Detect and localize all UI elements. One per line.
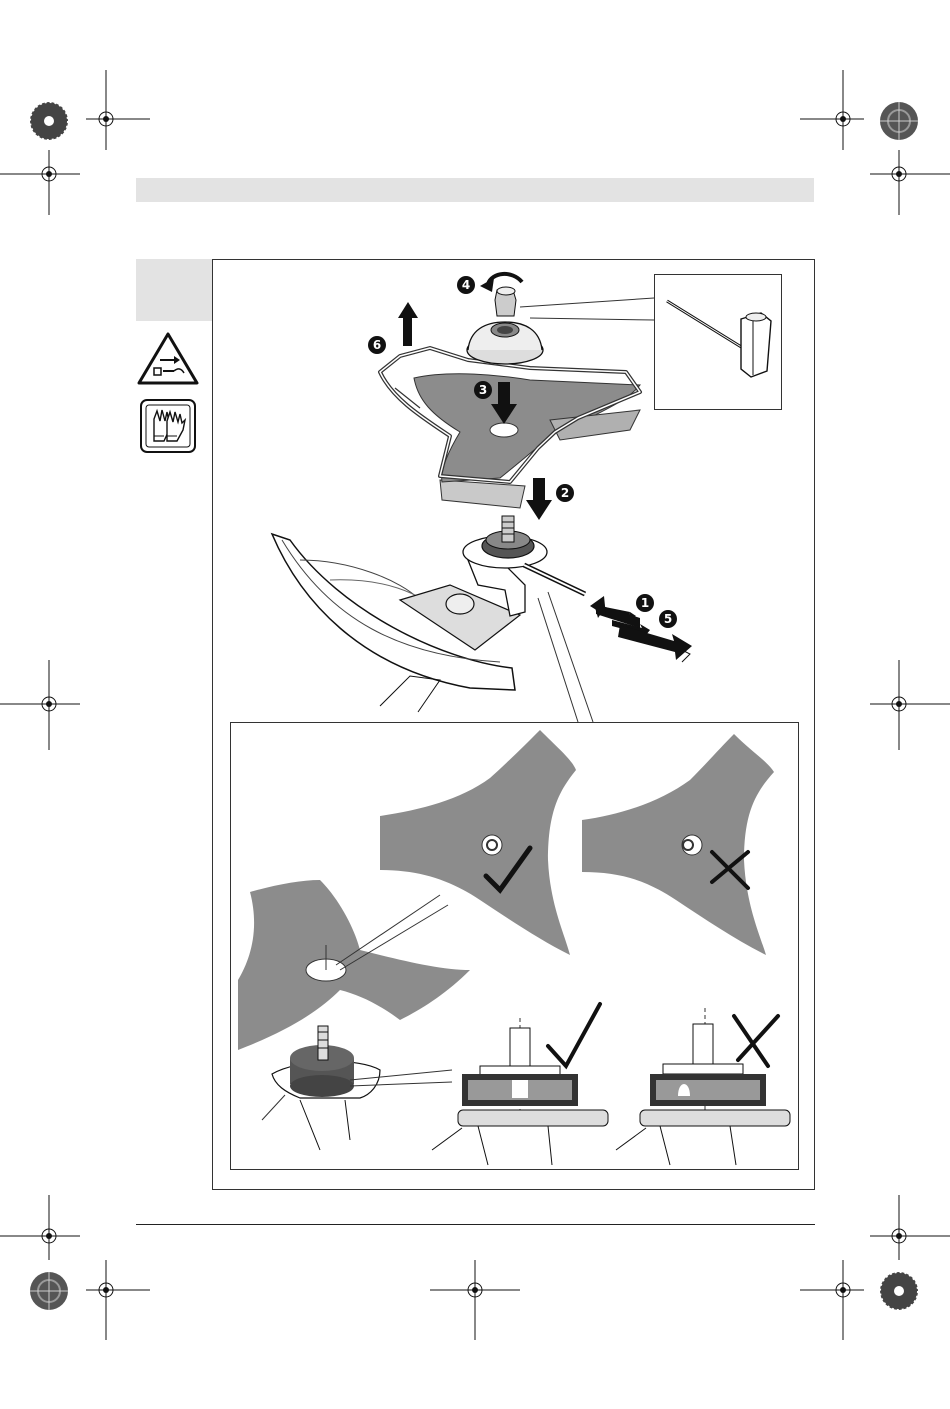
blade-large <box>238 880 470 1050</box>
step-6-badge: 6 <box>368 336 386 354</box>
cross-section-incorrect <box>616 1008 790 1165</box>
blade-correct <box>380 730 576 955</box>
cross-icon <box>734 1016 778 1066</box>
step-3-badge: 3 <box>474 381 492 399</box>
check-icon <box>548 1004 600 1066</box>
step-1-badge: 1 <box>636 594 654 612</box>
blade-incorrect <box>582 734 774 955</box>
step-2-badge: 2 <box>556 484 574 502</box>
footer-rule <box>136 1224 815 1225</box>
step-5-badge: 5 <box>659 610 677 628</box>
cross-section-correct <box>432 1004 608 1165</box>
step-4-badge: 4 <box>457 276 475 294</box>
